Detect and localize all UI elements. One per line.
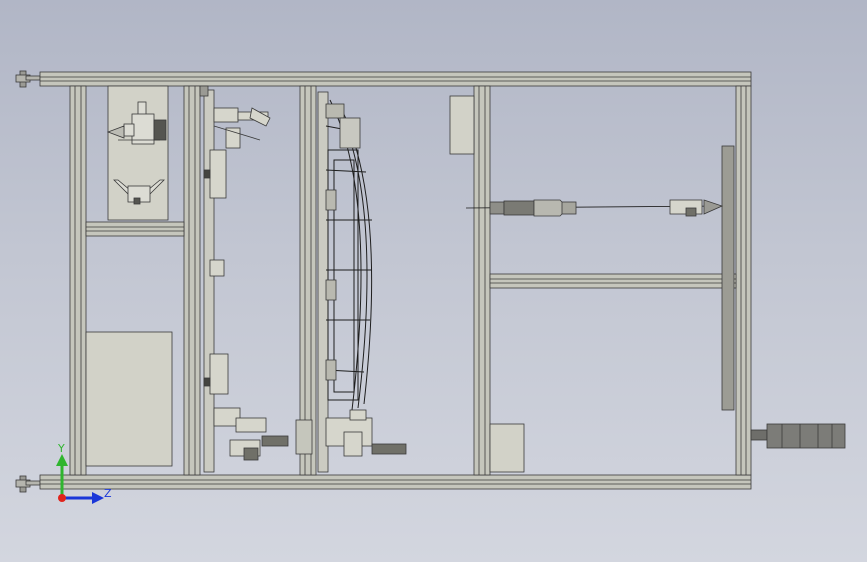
fixture-base-plate xyxy=(295,91,329,473)
clamp-plate xyxy=(199,85,215,473)
vertical-post-1 xyxy=(69,85,87,476)
horizontal-crossbar xyxy=(489,273,737,289)
left-crossbar xyxy=(85,221,185,237)
vertical-post-4 xyxy=(473,85,491,476)
fixture-ribs xyxy=(325,103,361,381)
leveling-foot-bottom xyxy=(15,475,41,493)
bracket-assembly xyxy=(113,179,165,205)
clamp-blocks xyxy=(203,149,229,395)
regulator-assembly xyxy=(106,101,167,145)
y-axis-label: Y xyxy=(58,442,65,455)
axis-triad xyxy=(56,454,104,504)
pneumatic-cylinder xyxy=(465,199,724,217)
origin-icon xyxy=(58,494,66,502)
vertical-post-2 xyxy=(183,85,201,476)
y-axis-arrow-icon xyxy=(56,454,68,466)
z-axis-label: Z xyxy=(104,487,112,500)
fixture-bottom-assembly xyxy=(325,409,407,457)
right-guide-plate xyxy=(721,145,735,411)
leveling-foot-top xyxy=(15,70,41,88)
vertical-post-3 xyxy=(299,85,317,476)
lower-left-panel xyxy=(85,331,173,467)
clamp-assembly-bottom xyxy=(213,407,289,461)
frame-bottom-rail xyxy=(39,474,752,490)
lower-box xyxy=(489,423,525,473)
control-box xyxy=(449,95,475,155)
frame-top-rail xyxy=(39,71,752,87)
servo-motor xyxy=(750,423,846,449)
clamp-assembly-top xyxy=(213,107,271,149)
z-axis-arrow-icon xyxy=(92,492,104,504)
vertical-post-5 xyxy=(735,85,752,476)
